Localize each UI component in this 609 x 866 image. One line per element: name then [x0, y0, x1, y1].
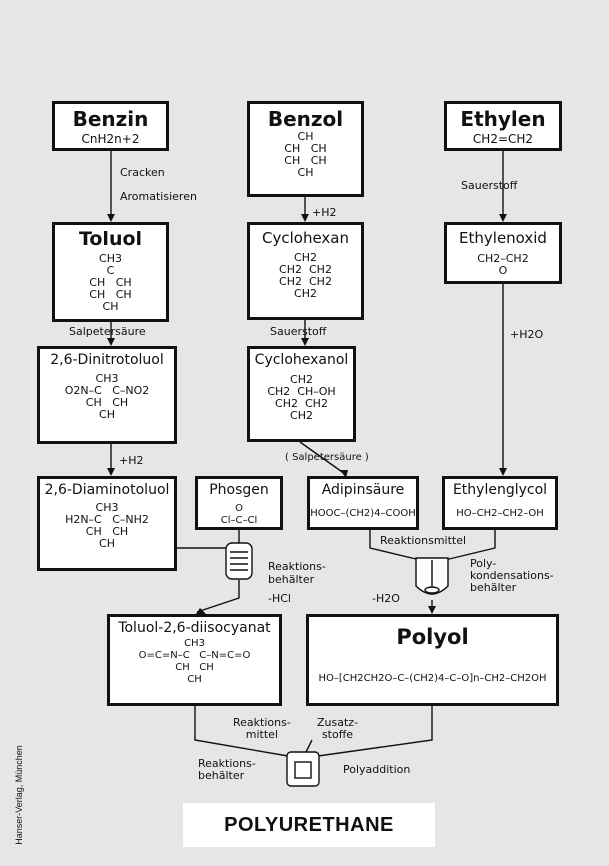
ethylen-box: Ethylen CH2=CH2: [444, 101, 562, 151]
polyol-box: Polyol HO–[CH2CH2O–C–(CH2)4–C–O]n–CH2–CH…: [306, 614, 559, 706]
label-polykondensation: Poly- kondensations- behälter: [470, 557, 554, 594]
phosgen-title: Phosgen: [209, 482, 269, 498]
label-salpetersaeure: Salpetersäure: [69, 325, 146, 338]
benzol-formula: CH CH CH CH CH CH: [284, 130, 327, 179]
benzin-formula: CnH2n+2: [81, 132, 140, 146]
tdi-formula: CH3 O=C=N–C C–N=C=O CH CH CH: [138, 638, 251, 685]
ethylen-title: Ethylen: [460, 107, 546, 131]
line-zusatz-final: [305, 739, 313, 753]
credit-hanser: Hanser-Verlag, München: [14, 745, 24, 845]
label-dinitro-h2: +H2: [119, 454, 144, 467]
caption-polyurethane: POLYURETHANE: [183, 803, 435, 847]
arrowhead-5: [301, 338, 309, 346]
tdi-title: Toluol-2,6-diisocyanat: [118, 620, 271, 636]
ethylenglycol-title: Ethylenglycol: [452, 482, 548, 498]
line-polyol-final: [317, 706, 433, 757]
tdi-box: Toluol-2,6-diisocyanat CH3 O=C=N–C C–N=C…: [107, 614, 282, 706]
cyclohexanol-formula: CH2 CH2 CH–OH CH2 CH2 CH2: [267, 373, 336, 422]
reactor-polycondensation: [415, 557, 449, 595]
dinitrotoluol-formula: CH3 O2N–C C–NO2 CH CH CH: [64, 372, 150, 421]
line-tdi-final: [194, 706, 289, 757]
benzol-box: Benzol CH CH CH CH CH CH: [247, 101, 364, 197]
ethylenoxid-formula: CH2–CH2 O: [477, 252, 529, 277]
label-ethylenoxid-h2o: +H2O: [510, 328, 544, 341]
ethylenglycol-box: Ethylenglycol HO–CH2–CH2–OH: [442, 476, 558, 530]
diaminotoluol-formula: CH3 H2N–C C–NH2 CH CH CH: [65, 501, 149, 550]
label-cracken: Cracken: [120, 166, 165, 179]
toluol-formula: CH3 C CH CH CH CH CH: [89, 252, 132, 313]
adipinsaeure-title: Adipinsäure: [321, 482, 405, 498]
cyclohexanol-title: Cyclohexanol: [254, 352, 349, 368]
label-zusatzstoffe: Zusatz- stoffe: [317, 716, 359, 741]
arrowhead-7: [340, 470, 348, 478]
dinitrotoluol-title: 2,6-Dinitrotoluol: [50, 352, 164, 368]
label-hcl: -HCl: [268, 592, 291, 605]
benzol-title: Benzol: [267, 107, 344, 131]
line-adipin-polyreactor: [369, 530, 421, 561]
arrowhead-9: [196, 608, 206, 614]
toluol-box: Toluol CH3 C CH CH CH CH CH: [52, 222, 169, 322]
label-aromatisieren: Aromatisieren: [120, 190, 197, 203]
toluol-title: Toluol: [78, 228, 143, 250]
arrowhead-2: [301, 214, 309, 222]
arrowhead-8: [499, 468, 507, 476]
phosgen-box: Phosgen O Cl–C–Cl: [195, 476, 283, 530]
cyclohexan-title: Cyclohexan: [262, 229, 349, 247]
arrowhead-1: [107, 214, 115, 222]
cyclohexanol-box: Cyclohexanol CH2 CH2 CH–OH CH2 CH2 CH2: [247, 346, 356, 442]
benzin-box: Benzin CnH2n+2: [52, 101, 169, 151]
polyol-formula: HO–[CH2CH2O–C–(CH2)4–C–O]n–CH2–CH2OH: [318, 673, 547, 684]
label-polyaddition: Polyaddition: [343, 763, 411, 776]
cyclohexan-formula: CH2 CH2 CH2 CH2 CH2 CH2: [279, 251, 332, 300]
ethylenoxid-title: Ethylenoxid: [459, 229, 547, 247]
adipinsaeure-box: Adipinsäure HOOC–(CH2)4–COOH: [307, 476, 419, 530]
arrowhead-3: [499, 214, 507, 222]
label-salpetersaeure-paren: ( Salpetersäure ): [285, 452, 369, 463]
reactor-top: [225, 542, 253, 580]
label-sauerstoff-top: Sauerstoff: [461, 179, 518, 192]
ethylen-formula: CH2=CH2: [472, 132, 534, 146]
adipinsaeure-formula: HOOC–(CH2)4–COOH: [310, 508, 416, 519]
phosgen-formula: O Cl–C–Cl: [220, 503, 258, 526]
cyclohexan-box: Cyclohexan CH2 CH2 CH2 CH2 CH2 CH2: [247, 222, 364, 320]
label-h2o-minus: -H2O: [372, 592, 400, 605]
label-reaktionsbehaelter-bottom: Reaktions- behälter: [198, 757, 256, 782]
benzin-title: Benzin: [72, 107, 149, 131]
label-reaktionsmittel-top: Reaktionsmittel: [380, 534, 467, 547]
line-glycol-polyreactor: [444, 530, 496, 561]
line-reactor-tdi: [196, 580, 240, 613]
label-reaktionsbehaelter-top: Reaktions- behälter: [268, 560, 326, 586]
polyol-title: Polyol: [396, 625, 469, 649]
dinitrotoluol-box: 2,6-Dinitrotoluol CH3 O2N–C C–NO2 CH CH …: [37, 346, 177, 444]
arrowhead-6: [107, 468, 115, 476]
diaminotoluol-title: 2,6-Diaminotoluol: [44, 482, 170, 498]
arrowhead-10: [428, 606, 436, 614]
label-reaktionsmittel-bottom: Reaktions- mittel: [233, 716, 291, 741]
arrowhead-4: [107, 338, 115, 346]
reactor-final: [286, 751, 320, 787]
ethylenoxid-box: Ethylenoxid CH2–CH2 O: [444, 222, 562, 284]
label-benzol-h2: +H2: [312, 206, 337, 219]
ethylenglycol-formula: HO–CH2–CH2–OH: [456, 508, 544, 519]
label-sauerstoff-mid: Sauerstoff: [270, 325, 327, 338]
arrow-cyclohexanol-adipinsaeure: [299, 441, 346, 475]
diaminotoluol-box: 2,6-Diaminotoluol CH3 H2N–C C–NH2 CH CH …: [37, 476, 177, 571]
